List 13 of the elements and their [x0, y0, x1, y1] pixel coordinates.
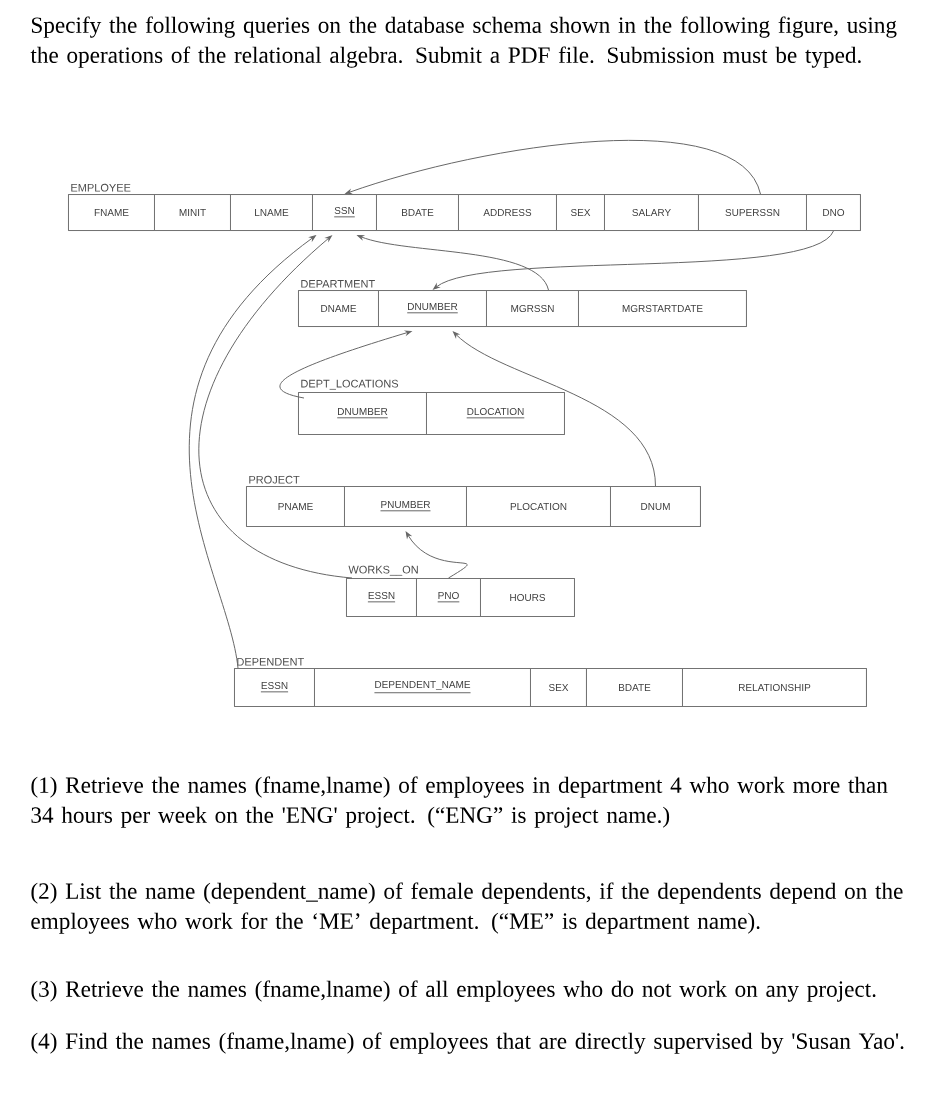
arrow [198, 235, 353, 579]
arrow [279, 330, 412, 399]
arrow [189, 235, 316, 669]
arrow [357, 235, 549, 291]
paragraph: (3) Retrieve the names (fname,lname) of all employees who do not work on any project. [31, 980, 876, 1002]
paragraph: Specify the following queries on the database schema shown in the following figure, using the operations of the relational algebra. Submit a PDF file. Submission must be typed. [30, 16, 897, 68]
arrow [345, 139, 761, 195]
paragraph: (4) Find the names (fname,lname) of employees that are directly supervised by 'Susan Yao'. [31, 1032, 904, 1054]
paragraph: (2) List the name (dependent_name) of female dependents, if the dependents depend on the employees who work for the ‘ME’ department. (“ME” is department name). [31, 882, 903, 934]
paragraph: (1) Retrieve the names (fname,lname) of employees in department 4 who work more than 34 hours per week on the 'ENG' project. (“ENG” is project name.) [31, 776, 888, 828]
arrow [433, 230, 834, 290]
arrow [453, 331, 656, 487]
arrow [405, 531, 468, 579]
